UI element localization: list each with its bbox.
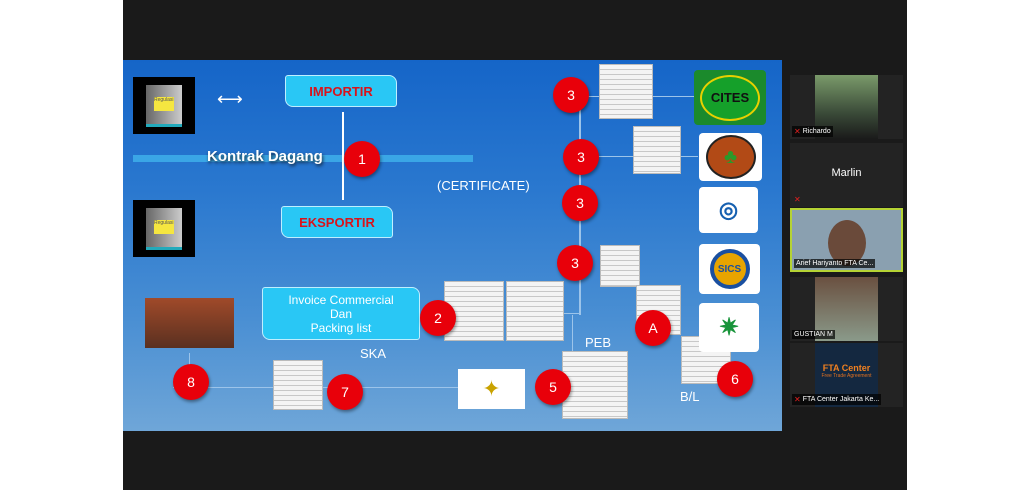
fta-logo-subtitle: Free Trade Agreement — [821, 373, 872, 379]
document-image — [599, 64, 653, 119]
invoice-document-image — [444, 281, 504, 341]
ska-document-image — [273, 360, 323, 410]
muted-mic-icon: ✕ — [794, 127, 801, 136]
participant-tile-fta-center[interactable]: FTA Center Free Trade Agreement ✕FTA Cen… — [790, 343, 903, 407]
bank-photo — [145, 298, 234, 348]
participant-name: GUSTIAN M — [794, 331, 833, 338]
step-5-badge: 5 — [535, 369, 571, 405]
kontrak-dagang-label: Kontrak Dagang — [207, 148, 323, 165]
regulation-binder-icon: Regulasi — [133, 200, 195, 257]
step-2-badge: 2 — [420, 300, 456, 336]
eksportir-box: EKSPORTIR — [281, 206, 393, 238]
participant-name: FTA Center Jakarta Ke... — [802, 396, 880, 403]
step-3-badge: 3 — [557, 245, 593, 281]
document-image — [600, 245, 640, 287]
ska-label: SKA — [360, 346, 387, 361]
forestry-logo: ♣ — [699, 133, 762, 181]
participant-tile-marlin[interactable]: Marlin ✕ — [790, 143, 903, 207]
participant-tile-richardo[interactable]: ✕Richardo — [790, 75, 903, 139]
sucofindo-sics-logo: SICS — [699, 244, 760, 294]
peb-label: PEB — [585, 335, 612, 350]
step-7-badge: 7 — [327, 374, 363, 410]
participant-tile-arief-active-speaker[interactable]: Arief Hariyanto FTA Ce... — [790, 208, 903, 272]
fta-logo-title: FTA Center — [822, 363, 871, 373]
step-a-badge: A — [635, 310, 671, 346]
certificate-label: (CERTIFICATE) — [437, 178, 530, 193]
peb-document-image — [562, 351, 628, 419]
participant-tile-gustian[interactable]: GUSTIAN M — [790, 277, 903, 341]
customs-emblem-logo: ✦ — [458, 369, 525, 409]
regulation-binder-icon: Regulasi — [133, 77, 195, 134]
participant-name: Richardo — [802, 128, 831, 135]
packing-list-document-image — [506, 281, 564, 341]
muted-mic-icon: ✕ — [794, 395, 801, 404]
step-3-badge: 3 — [562, 185, 598, 221]
fisheries-logo: ◎ — [699, 187, 758, 233]
step-3-badge: 3 — [553, 77, 589, 113]
vertical-arrow — [342, 112, 344, 200]
step-1-badge: 1 — [344, 141, 380, 177]
evergreen-logo: ✷ — [699, 303, 759, 352]
bl-label: B/L — [680, 389, 700, 404]
step-8-badge: 8 — [173, 364, 209, 400]
cites-logo: CITES — [694, 70, 766, 125]
document-image — [633, 126, 681, 174]
muted-mic-icon: ✕ — [794, 195, 801, 204]
step-3-badge: 3 — [563, 139, 599, 175]
shared-slide: Regulasi Regulasi ⟷ IMPORTIR EKSPORTIR K… — [123, 60, 782, 431]
participant-name: Marlin — [831, 167, 862, 179]
participant-name: Arief Hariyanto FTA Ce... — [796, 260, 874, 267]
step-6-badge: 6 — [717, 361, 753, 397]
double-arrow-icon: ⟷ — [217, 89, 243, 109]
title-bar — [133, 155, 473, 162]
importir-box: IMPORTIR — [285, 75, 397, 107]
